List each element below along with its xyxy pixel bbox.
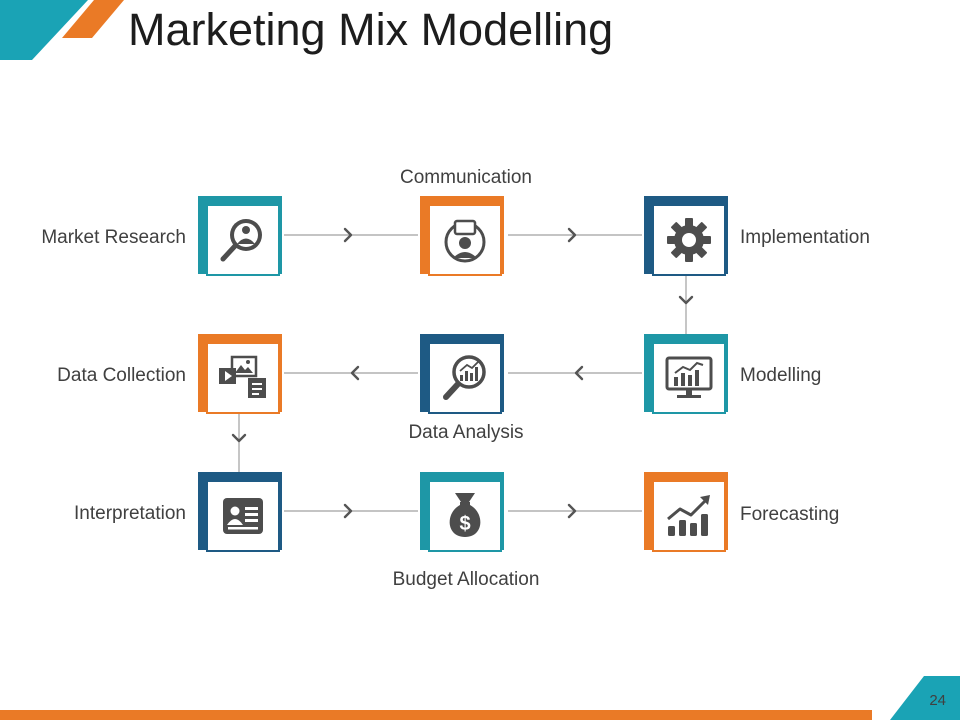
step-data-analysis [420,334,504,414]
page-number: 24 [929,692,946,709]
step-interpretation [198,472,282,552]
arrow-left-icon [350,365,360,381]
money-bag-icon: $ [449,493,481,537]
arrow-down-icon [678,295,694,305]
arrow-right-icon [343,503,353,519]
step-budget-allocation: $ [420,472,504,552]
corner-decoration [0,0,124,60]
monitor-chart-icon [665,356,713,398]
step-label: Data Collection [57,365,186,386]
step-data-collection [198,334,282,414]
page-title: Marketing Mix Modelling [128,4,614,55]
id-card-icon [223,498,263,534]
chat-user-icon [444,219,486,263]
gear-icon [667,218,711,262]
step-label: Communication [400,167,532,188]
step-implementation [644,196,728,276]
magnifier-user-icon [220,219,262,262]
step-label: Forecasting [740,504,840,525]
step-market-research [198,196,282,276]
arrow-down-icon [231,433,247,443]
step-forecasting [644,472,728,552]
svg-text:$: $ [459,513,470,535]
arrow-right-icon [567,227,577,243]
magnifier-chart-icon [443,355,486,400]
step-label: Implementation [740,227,870,248]
step-label: Budget Allocation [392,569,540,590]
arrow-right-icon [567,503,577,519]
media-files-icon [219,355,266,398]
arrow-right-icon [343,227,353,243]
arrow-left-icon [574,365,584,381]
growth-chart-icon [667,495,710,536]
step-label: Interpretation [74,503,186,524]
page-number-tab [890,676,960,720]
step-label: Data Analysis [408,422,524,443]
step-label: Market Research [41,227,186,248]
step-modelling [644,334,728,414]
footer-bar [0,710,872,720]
step-communication [420,196,504,276]
step-label: Modelling [740,365,822,386]
